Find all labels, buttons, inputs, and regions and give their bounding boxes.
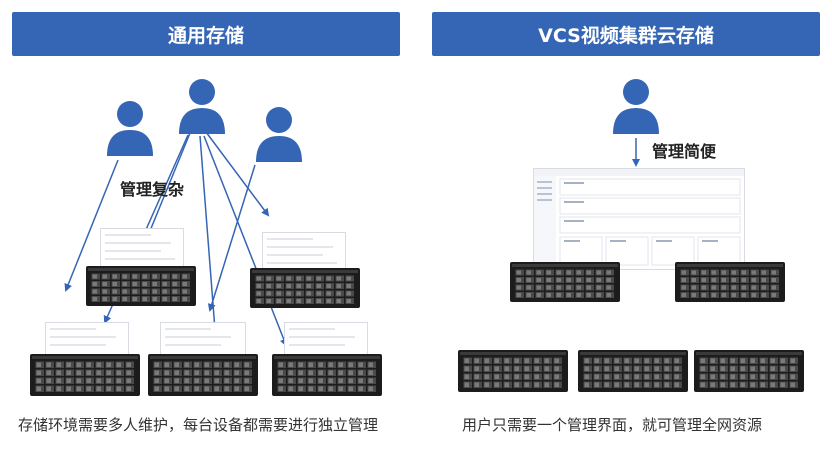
arrow [199,135,219,332]
arrow [207,164,256,312]
server-icon [510,262,620,306]
server-icon [578,350,688,396]
user-icon [254,106,304,166]
management-screen [100,228,184,270]
label-complex: 管理复杂 [120,180,185,199]
caption-left: 存储环境需要多人维护，每台设备都需要进行独立管理 [18,416,379,434]
server-icon [30,354,140,400]
label-simple: 管理简便 [652,142,717,161]
header-general-storage: 通用存储 [12,12,400,56]
management-screen [262,232,346,272]
management-screen [284,322,368,358]
arrow [64,159,119,292]
unified-management-screen [533,168,745,270]
server-icon [272,354,382,400]
user-icon [611,78,661,138]
server-icon [694,350,804,396]
caption-right: 用户只需要一个管理界面，就可管理全网资源 [462,416,763,434]
server-icon [675,262,785,306]
user-icon [177,78,227,138]
server-icon [148,354,258,400]
header-vcs-storage: VCS视频集群云存储 [432,12,820,56]
management-screen [45,322,129,358]
server-icon [250,268,360,312]
arrow [205,131,270,217]
user-icon [105,100,155,160]
server-icon [458,350,568,396]
management-screen [160,322,246,358]
server-icon [86,266,196,310]
arrow [203,135,288,347]
